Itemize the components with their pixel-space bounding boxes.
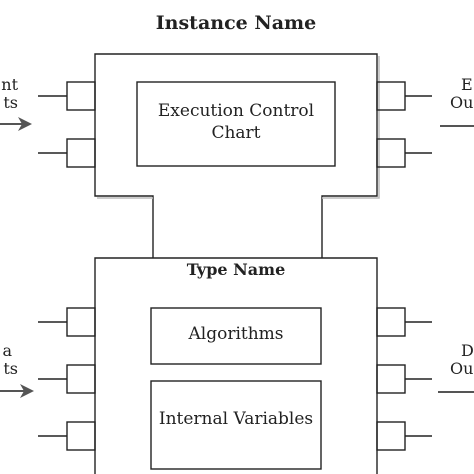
event-outputs-label-line1: E — [461, 75, 473, 94]
data-output-port — [376, 364, 432, 394]
event-outputs-label-line2: Ou — [450, 93, 474, 112]
data-inputs-arrow-icon — [0, 384, 34, 398]
head-block-outline — [94, 53, 378, 258]
internal-variables-box — [150, 380, 322, 470]
event-output-port — [376, 138, 432, 168]
ecc-label-line1: Execution Control — [157, 101, 315, 121]
algorithms-box — [150, 307, 322, 365]
data-inputs-label-line2: ts — [3, 359, 18, 378]
ecc-box — [136, 81, 336, 167]
instance-name-label: Instance Name — [155, 12, 317, 34]
algorithms-label: Algorithms — [188, 324, 284, 344]
data-output-port — [376, 421, 432, 451]
data-outputs-label-line2: Ou — [450, 359, 474, 378]
event-input-port — [38, 138, 96, 168]
data-input-port — [38, 307, 96, 337]
type-name-label: Type Name — [186, 260, 286, 279]
ecc-label-line2: Chart — [211, 123, 261, 143]
internal-variables-label: Internal Variables — [158, 409, 314, 429]
data-input-port — [38, 364, 96, 394]
event-output-port — [376, 81, 432, 111]
data-output-port — [376, 307, 432, 337]
body-block-outline — [94, 257, 378, 474]
data-inputs-label-line1: a — [2, 341, 12, 360]
event-inputs-label-line2: ts — [3, 93, 18, 112]
event-inputs-arrow-icon — [0, 117, 32, 131]
event-input-port — [38, 81, 96, 111]
data-outputs-label-line1: D — [461, 341, 474, 360]
data-input-port — [38, 421, 96, 451]
head-block-shadow — [97, 56, 380, 199]
event-inputs-label-line1: nt — [1, 75, 18, 94]
